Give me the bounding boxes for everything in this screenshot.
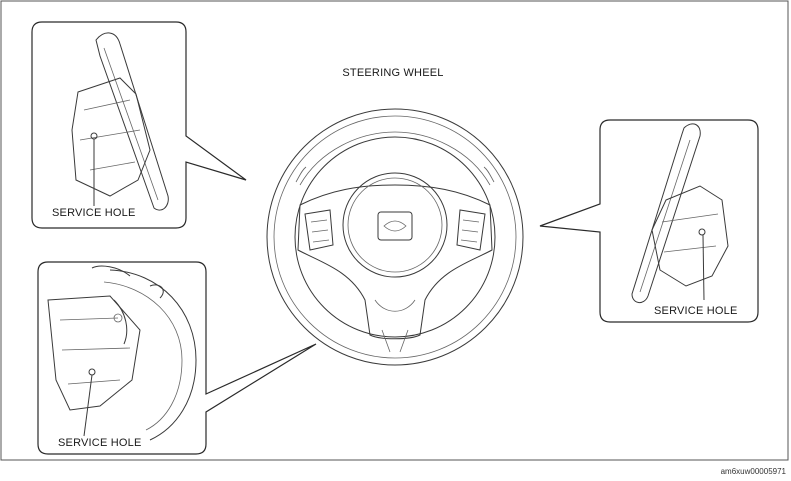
detail-box-bottom-left: SERVICE HOLE [37,261,317,455]
steering-wheel-front-view: STEERING WHEEL [266,67,524,366]
detail-box-top-left: SERVICE HOLE [31,21,247,229]
service-hole-label-bottom-left: SERVICE HOLE [58,437,142,449]
detail-box-right: SERVICE HOLE [539,119,759,323]
figure-code: am6xuw00005971 [721,467,787,476]
steering-wheel-title: STEERING WHEEL [342,67,443,79]
figure-frame [0,0,789,461]
service-hole-label-top-left: SERVICE HOLE [52,207,136,219]
service-hole-label-right: SERVICE HOLE [654,305,738,317]
